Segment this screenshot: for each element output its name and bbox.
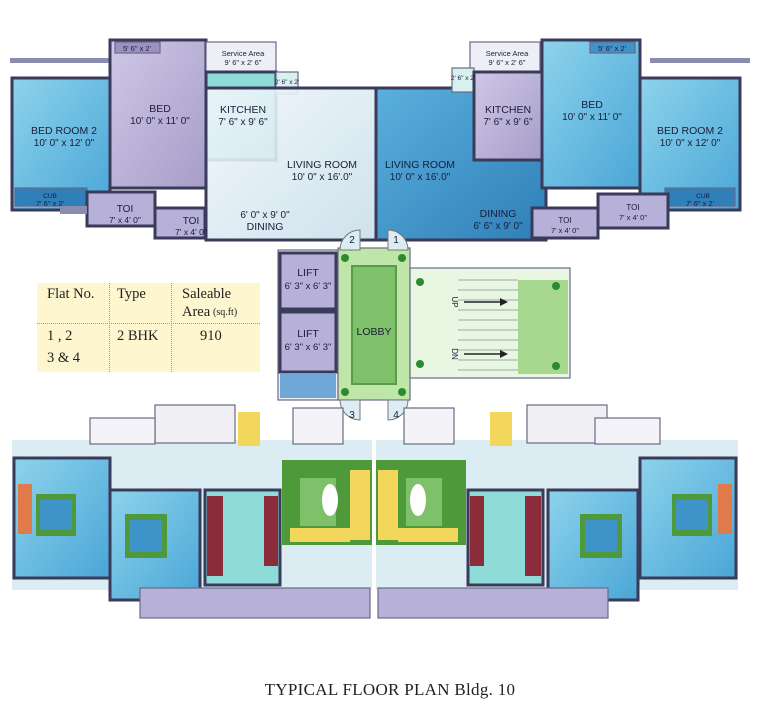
toi-left-2-name: TOI: [183, 216, 199, 227]
flat-number-1: 1: [393, 235, 399, 246]
lift-2-size: 6' 3" x 6' 3": [285, 342, 332, 353]
table-header-area: Area: [182, 304, 211, 320]
lift-1-size: 6' 3" x 6' 3": [285, 281, 332, 292]
service-right-size: 9' 6" x 2' 6": [489, 58, 526, 67]
flat-number-3: 3: [349, 410, 355, 421]
service-right-name: Service Area: [486, 49, 529, 58]
toi-left-2: [153, 206, 207, 240]
lift-2: [278, 310, 338, 374]
service-area-right: [469, 41, 541, 73]
flat-bottom-left: [12, 404, 372, 619]
cub-right-name: CUB: [696, 193, 710, 200]
lift-1-name: LIFT: [297, 267, 319, 279]
door-swing-3: [339, 399, 361, 421]
bed-right-size: 10' 0" x 11' 0": [562, 112, 622, 123]
bed-left-name: BED: [149, 103, 171, 115]
dining-right-size: 6' 6" x 9' 0": [473, 221, 523, 232]
flat-number-2: 2: [349, 235, 355, 246]
table-header-unit: (sq.ft): [213, 307, 238, 318]
dining-right-name: DINING: [480, 208, 517, 220]
lift-1: [278, 251, 338, 311]
table-header-flat-no: Flat No.: [47, 286, 95, 302]
bedroom2-right-name: BED ROOM 2: [657, 125, 723, 137]
living-left-size: 10' 0" x 16'.0": [292, 172, 353, 183]
cub-left-size: 7' 6" x 2': [36, 199, 65, 208]
flat-number-4: 4: [393, 410, 399, 421]
kitchen-right-room: [472, 70, 544, 162]
living-right-size: 10' 0" x 16'.0": [390, 172, 451, 183]
labels-top-left: BED ROOM 2 10' 0" x 12' 0" 5' 6" x 2' BE…: [31, 44, 357, 237]
cub-left-name: CUB: [43, 193, 57, 200]
living-left-room: [204, 86, 378, 242]
lift-2-name: LIFT: [297, 328, 319, 340]
wardrobe-right-size: 5' 6" x 2': [598, 44, 627, 53]
toi-right-1: [596, 192, 670, 230]
kitchen-left-name: KITCHEN: [220, 104, 266, 116]
table-header-type: Type: [117, 286, 146, 302]
bed-right-name: BED: [581, 99, 603, 111]
service-left-name: Service Area: [222, 49, 265, 58]
toi-left-1-name: TOI: [117, 204, 133, 215]
living-left-name: LIVING ROOM: [287, 159, 357, 171]
lobby-name: LOBBY: [356, 326, 391, 338]
floor-plan-drawing: BED ROOM 2 10' 0" x 12' 0" 5' 6" x 2' BE…: [10, 38, 750, 619]
bed-right-room: [540, 38, 642, 190]
toi-right-2-name: TOI: [558, 216, 571, 225]
toi-right-1-size: 7' x 4' 0": [619, 213, 647, 222]
table-cell-type: 2 BHK: [117, 328, 159, 344]
toi-left-1-size: 7' x 4' 0": [109, 215, 141, 225]
wardrobe-left-size: 5' 6" x 2': [123, 44, 152, 53]
door-swing-1: [387, 229, 409, 251]
labels-top-right: Service Area 9' 6" x 2' 6" 5' 6" x 2' 2'…: [385, 44, 723, 235]
kitchen-left-nook-size: 2' 6" x 2': [275, 79, 299, 86]
bed-left-size: 10' 0" x 11' 0": [130, 116, 190, 127]
toi-left-1: [85, 190, 157, 228]
service-area-left: [205, 41, 277, 73]
door-swing-2: [339, 229, 361, 251]
toi-right-2: [530, 206, 600, 240]
table-header-saleable: Saleable: [182, 286, 232, 302]
cub-right-size: 7' 6" x 2': [686, 199, 715, 208]
toi-right-1-name: TOI: [626, 203, 639, 212]
kitchen-right-size: 7' 6" x 9' 6": [483, 117, 533, 128]
flat-top-right: [374, 38, 750, 242]
flat-info-table: Flat No. Type Saleable Area (sq.ft) 1 , …: [37, 283, 260, 372]
door-swing-4: [387, 399, 409, 421]
flat-top-left: [10, 38, 378, 242]
bedroom2-left-size: 10' 0" x 12' 0": [34, 138, 95, 149]
kitchen-left-size: 7' 6" x 9' 6": [218, 117, 268, 128]
plan-caption: TYPICAL FLOOR PLAN Bldg. 10: [264, 680, 516, 699]
toi-right-2-size: 7' x 4' 0": [551, 226, 579, 235]
table-cell-flats-1: 1 , 2: [47, 328, 73, 344]
service-left-size: 9' 6" x 2' 6": [225, 58, 262, 67]
table-cell-area: 910: [200, 328, 222, 344]
kitchen-right-nook-size: 2' 6" x 2': [451, 75, 475, 82]
stair-down-label: DN: [450, 348, 459, 360]
living-right-name: LIVING ROOM: [385, 159, 455, 171]
bed-left-room: [108, 38, 208, 190]
flat-bottom-right: [376, 404, 738, 619]
bedroom2-right-size: 10' 0" x 12' 0": [660, 138, 721, 149]
stair-treads: [458, 279, 518, 371]
toi-left-2-size: 7' x 4' 0": [175, 227, 207, 237]
kitchen-right-name: KITCHEN: [485, 104, 531, 116]
labels-core: LIFT 6' 3" x 6' 3" LIFT 6' 3" x 6' 3" LO…: [285, 235, 459, 421]
dining-left-size: 6' 0" x 9' 0": [240, 210, 290, 221]
core: [277, 229, 571, 421]
stair-up-label: UP: [450, 296, 459, 307]
bedroom2-left-name: BED ROOM 2: [31, 125, 97, 137]
table-cell-flats-2: 3 & 4: [47, 350, 81, 366]
dining-left-name: DINING: [247, 221, 284, 233]
